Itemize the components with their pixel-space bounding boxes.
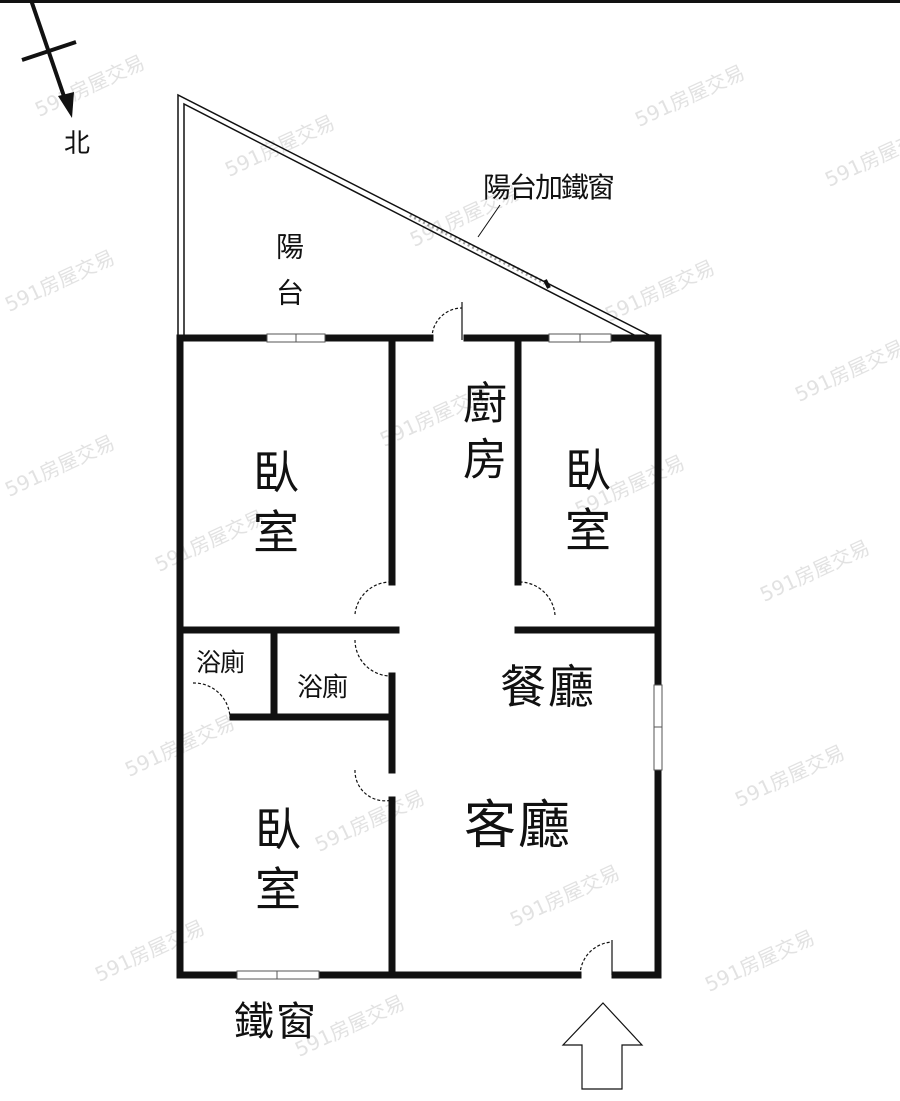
compass-label: 北 [64,129,91,159]
room-label-kitchen: 廚房 [455,380,506,492]
room-label-bedroom-nw: 臥室 [246,448,300,568]
top-border [0,0,900,3]
walls [176,334,662,979]
iron-window-label: 鐵窗 [234,999,318,1045]
room-label-bath-small: 浴廁 [196,648,245,677]
north-arrow-icon [21,0,77,118]
balcony-outline [177,93,656,339]
entrance-arrow-icon [561,1002,644,1090]
room-label-dining: 餐廳 [500,660,596,714]
room-label-bedroom-sw: 臥室 [248,805,302,925]
balcony-window-note: 陽台加鐵窗 [483,171,615,204]
room-label-bedroom-ne: 臥室 [558,446,612,566]
room-label-bath-large: 浴廁 [297,673,348,703]
doors [192,302,613,976]
windows [236,333,663,980]
room-label-balcony: 陽台 [272,232,305,324]
room-label-living: 客廳 [464,796,573,856]
